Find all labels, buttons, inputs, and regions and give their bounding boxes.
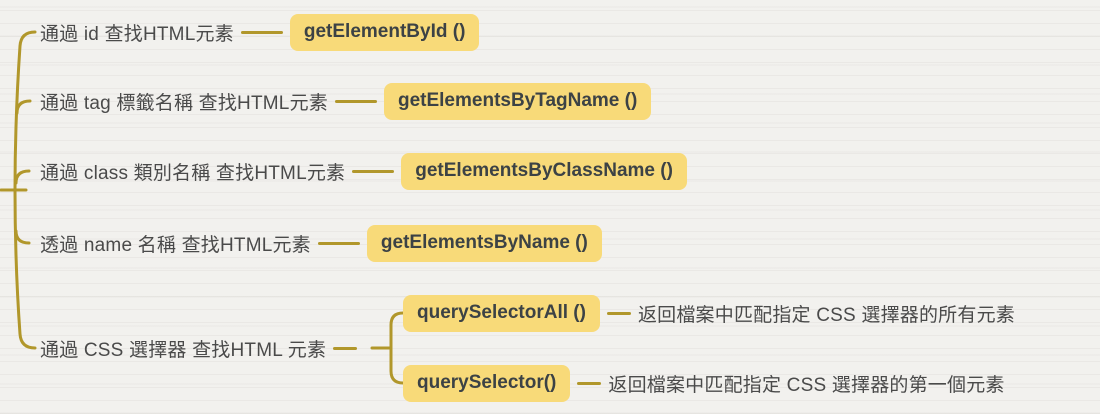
connector-dash [333, 347, 358, 350]
branch-row-class: 通過 class 類別名稱 查找HTML元素 getElementsByClas… [40, 153, 687, 190]
branch-label-css-selector[interactable]: 通過 CSS 選擇器 查找HTML 元素 [40, 340, 327, 361]
branch-label-tag[interactable]: 通過 tag 標籤名稱 查找HTML元素 [40, 93, 328, 114]
branch-line-4 [14, 229, 31, 245]
branch-label-id[interactable]: 通過 id 查找HTML元素 [40, 24, 234, 45]
branch-label-class[interactable]: 通過 class 類別名稱 查找HTML元素 [40, 163, 346, 184]
child-row-queryselector: querySelector() 返回檔案中匹配指定 CSS 選擇器的第一個元素 [403, 364, 1005, 402]
branch-row-tag: 通過 tag 標籤名稱 查找HTML元素 getElementsByTagNam… [40, 83, 652, 120]
connector-dash [606, 311, 631, 315]
method-node-getelementbyid[interactable]: getElementById () [289, 14, 480, 51]
branch-label-name[interactable]: 透過 name 名稱 查找HTML元素 [40, 235, 311, 256]
branch-row-css-selector: 通過 CSS 選擇器 查找HTML 元素 [40, 330, 364, 367]
branch-line-3 [14, 169, 31, 185]
connector-dash [334, 100, 377, 103]
method-description-queryselectorall[interactable]: 返回檔案中匹配指定 CSS 選擇器的所有元素 [637, 304, 1015, 326]
method-description-queryselector[interactable]: 返回檔案中匹配指定 CSS 選擇器的第一個元素 [608, 374, 1005, 396]
connector-dash [352, 170, 395, 173]
method-node-getelementsbytagname[interactable]: getElementsByTagName () [383, 83, 652, 120]
method-node-getelementsbyname[interactable]: getElementsByName () [366, 225, 602, 262]
connector-dash [577, 381, 602, 385]
connector-dash [240, 31, 283, 34]
connector-dash [317, 242, 360, 245]
branch-line-2 [15, 99, 32, 115]
row5-bracket-line [389, 311, 405, 385]
method-node-queryselector[interactable]: querySelector() [403, 364, 571, 402]
method-node-getelementsbyclassname[interactable]: getElementsByClassName () [401, 153, 687, 190]
child-row-queryselectorall: querySelectorAll () 返回檔案中匹配指定 CSS 選擇器的所有… [403, 294, 1015, 332]
branch-row-name: 透過 name 名稱 查找HTML元素 getElementsByName () [40, 225, 602, 262]
spine-line [13, 30, 37, 350]
branch-row-id: 通過 id 查找HTML元素 getElementById () [40, 14, 480, 51]
method-node-queryselectorall[interactable]: querySelectorAll () [403, 294, 600, 332]
